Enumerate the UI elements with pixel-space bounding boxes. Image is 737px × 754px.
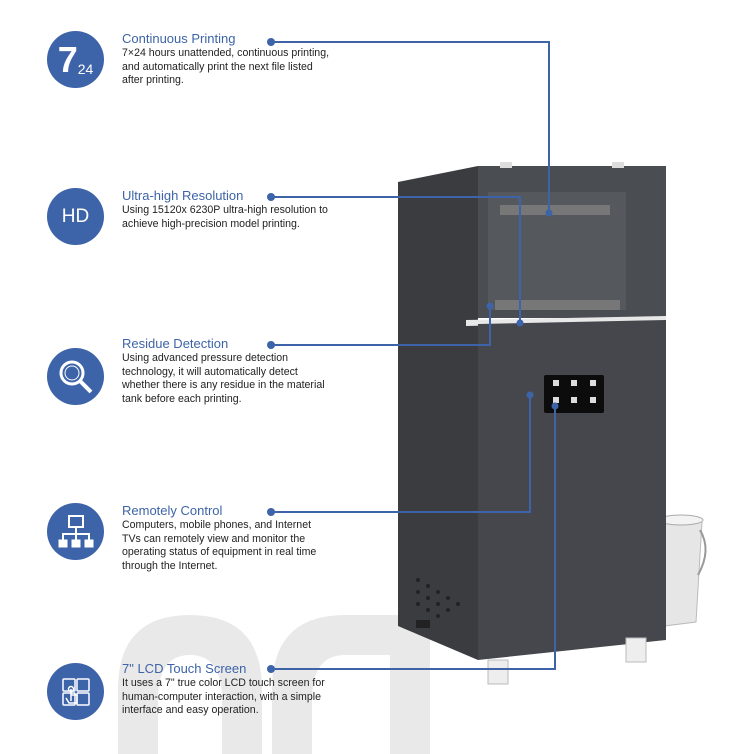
- feature-description: 7×24 hours unattended, continuous printi…: [122, 47, 330, 87]
- feature-description: It uses a 7" true color LCD touch screen…: [122, 677, 325, 717]
- feature-title: Remotely Control: [122, 503, 223, 518]
- feature-title: Residue Detection: [122, 336, 229, 351]
- touch-screen-icon: [47, 663, 104, 720]
- feature-description: Using advanced pressure detection techno…: [122, 352, 325, 405]
- magnifier-icon: [47, 348, 104, 405]
- feature-title: Ultra-high Resolution: [122, 188, 244, 203]
- icon-sub-text: 24: [77, 60, 94, 77]
- feature-description: Using 15120x 6230P ultra-high resolution…: [122, 204, 328, 230]
- feature-title: Continuous Printing: [122, 31, 236, 46]
- feature-description: Computers, mobile phones, and Internet T…: [122, 519, 317, 572]
- feature-title: 7" LCD Touch Screen: [122, 661, 247, 676]
- network-icon: [47, 503, 104, 560]
- icon-main-text: HD: [61, 205, 90, 227]
- hd-icon: HD: [47, 188, 104, 245]
- icon-main-text: 7: [57, 38, 78, 80]
